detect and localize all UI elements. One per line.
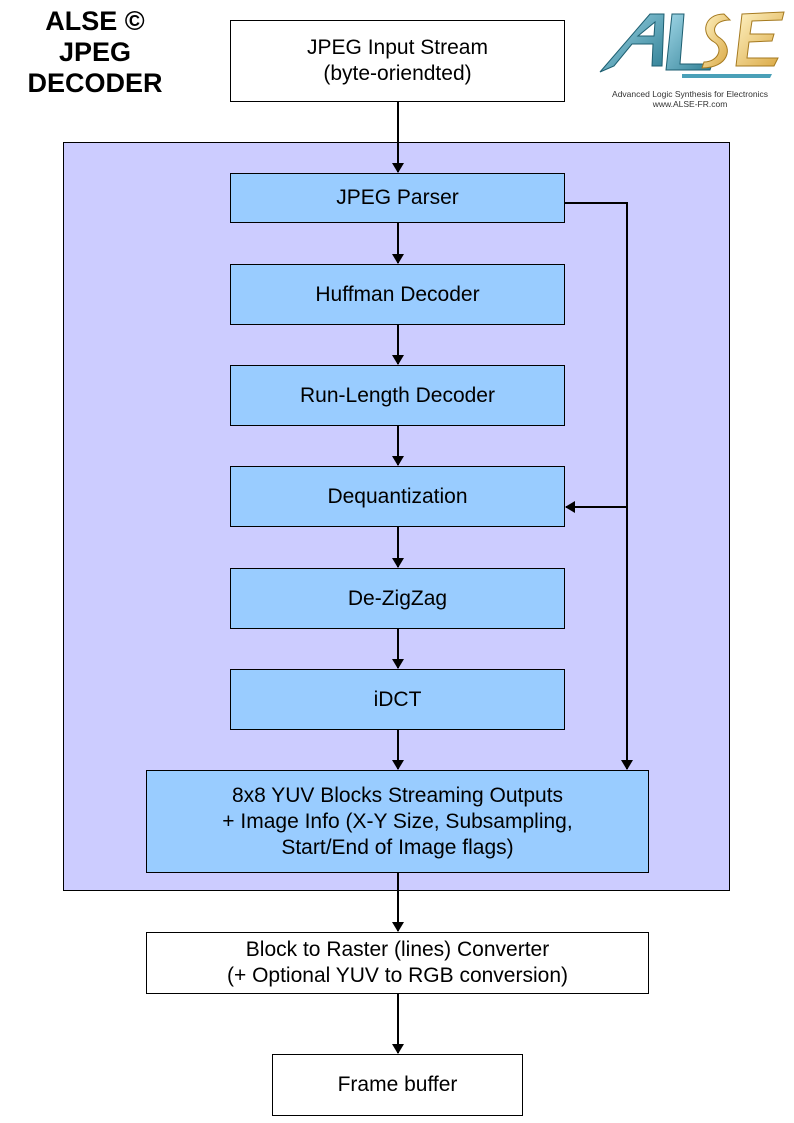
title-line-3: DECODER <box>27 68 163 98</box>
stage-label: Run-Length Decoder <box>300 383 495 407</box>
converter-line-2: (+ Optional YUV to RGB conversion) <box>226 964 568 987</box>
input-stream-line-2: (byte-oriendted) <box>323 62 472 85</box>
output-line-2: + Image Info (X-Y Size, Subsampling, <box>222 809 573 833</box>
converter-line-1: Block to Raster (lines) Converter <box>245 938 550 961</box>
stage-label: iDCT <box>373 687 422 711</box>
raster-converter-box: Block to Raster (lines) Converter (+ Opt… <box>146 932 649 994</box>
alse-logo: Advanced Logic Synthesis for Electronics… <box>592 4 788 109</box>
stage-huffman-decoder: Huffman Decoder <box>230 264 565 325</box>
stage-dequantization: Dequantization <box>230 466 565 527</box>
stage-de-zigzag: De-ZigZag <box>230 568 565 629</box>
logo-tagline: Advanced Logic Synthesis for Electronics <box>612 89 768 99</box>
frame-buffer-label: Frame buffer <box>337 1073 458 1096</box>
stage-idct: iDCT <box>230 669 565 730</box>
logo-url: www.ALSE-FR.com <box>652 99 728 109</box>
title-line-1: ALSE © <box>45 6 145 36</box>
stage-jpeg-parser: JPEG Parser <box>230 173 565 223</box>
stage-run-length-decoder: Run-Length Decoder <box>230 365 565 426</box>
frame-buffer-box: Frame buffer <box>272 1054 523 1116</box>
stage-label: De-ZigZag <box>347 586 448 610</box>
output-line-1: 8x8 YUV Blocks Streaming Outputs <box>231 783 564 807</box>
output-line-3: Start/End of Image flags) <box>281 835 514 859</box>
title-line-2: JPEG <box>58 37 132 67</box>
stage-label: Dequantization <box>327 484 468 508</box>
input-stream-line-1: JPEG Input Stream <box>307 36 488 59</box>
stage-label: Huffman Decoder <box>315 282 480 306</box>
output-blocks-box: 8x8 YUV Blocks Streaming Outputs + Image… <box>146 770 649 873</box>
alse-logo-icon <box>599 11 785 78</box>
stage-label: JPEG Parser <box>336 186 459 209</box>
diagram-title: ALSE © JPEG DECODER <box>10 6 180 99</box>
input-stream-box: JPEG Input Stream (byte-oriendted) <box>230 20 565 102</box>
